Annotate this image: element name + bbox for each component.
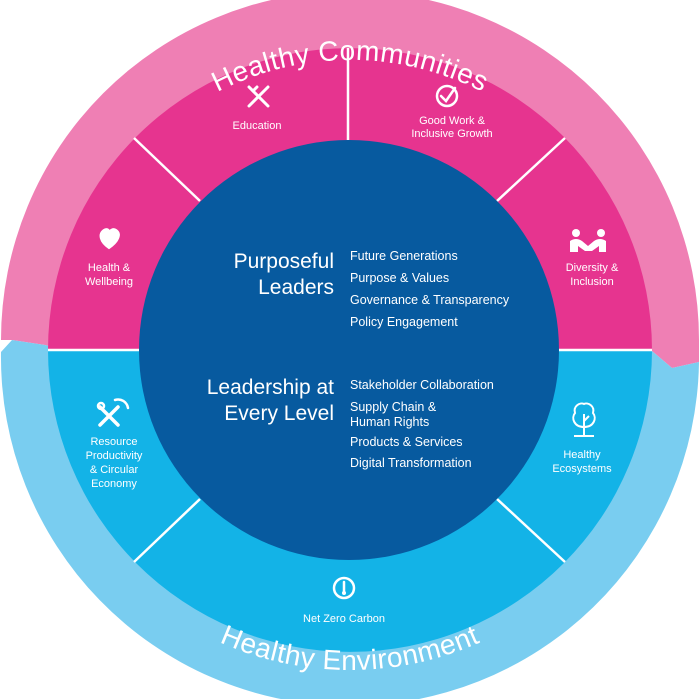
segment-education: Education bbox=[233, 85, 282, 132]
resource-label-4: Economy bbox=[91, 478, 137, 490]
health-label-2: Wellbeing bbox=[85, 276, 133, 288]
leadership-heading-1: Leadership at bbox=[207, 376, 334, 399]
segment-ring-blue bbox=[48, 350, 652, 652]
resource-label-2: Productivity bbox=[86, 450, 143, 462]
segment-health: Health & Wellbeing bbox=[85, 228, 133, 288]
segment-net-zero: Net Zero Carbon bbox=[303, 576, 385, 625]
segment-ecosystems: Healthy Ecosystems bbox=[552, 402, 612, 475]
segment-dividers bbox=[48, 48, 652, 563]
purposeful-item: Governance & Transparency bbox=[350, 293, 510, 307]
ecosystems-label-2: Ecosystems bbox=[552, 463, 612, 475]
check-circle-icon bbox=[435, 84, 459, 108]
leadership-heading-2: Every Level bbox=[224, 402, 334, 425]
heart-icon bbox=[99, 228, 120, 250]
handshake-people-icon bbox=[570, 229, 606, 252]
good-work-label-1: Good Work & bbox=[419, 115, 485, 127]
core-leadership-every-level: Leadership at Every Level Stakeholder Co… bbox=[207, 376, 494, 470]
purposeful-item: Future Generations bbox=[350, 249, 458, 263]
pencil-ruler-icon bbox=[247, 85, 270, 108]
segment-good-work: Good Work & Inclusive Growth bbox=[411, 84, 493, 140]
resource-label-1: Resource bbox=[90, 436, 137, 448]
ecosystems-label-1: Healthy bbox=[563, 449, 601, 461]
thermometer-icon bbox=[332, 576, 356, 600]
purposeful-item: Purpose & Values bbox=[350, 271, 449, 285]
diversity-label-2: Inclusion bbox=[570, 276, 613, 288]
good-work-label-2: Inclusive Growth bbox=[411, 128, 492, 140]
purposeful-item: Policy Engagement bbox=[350, 315, 458, 329]
segment-ring-pink bbox=[48, 48, 652, 350]
purposeful-heading-1: Purposeful bbox=[234, 250, 334, 273]
education-label: Education bbox=[233, 120, 282, 132]
net-zero-label: Net Zero Carbon bbox=[303, 613, 385, 625]
leadership-item: Products & Services bbox=[350, 435, 463, 449]
tools-icon bbox=[96, 398, 130, 427]
outer-ring-healthy-communities bbox=[1, 0, 699, 368]
health-label-1: Health & bbox=[88, 262, 131, 274]
segment-resource: Resource Productivity & Circular Economy bbox=[86, 398, 143, 490]
leadership-item: Stakeholder Collaboration bbox=[350, 378, 494, 392]
segment-diversity: Diversity & Inclusion bbox=[566, 229, 619, 288]
core-circle bbox=[139, 140, 559, 560]
leadership-item: Human Rights bbox=[350, 415, 429, 429]
leadership-item: Supply Chain & bbox=[350, 400, 437, 414]
tree-icon bbox=[572, 402, 596, 437]
resource-label-3: & Circular bbox=[90, 464, 139, 476]
leadership-item: Digital Transformation bbox=[350, 456, 472, 470]
diversity-label-1: Diversity & bbox=[566, 262, 619, 274]
core-purposeful-leaders: Purposeful Leaders Future Generations Pu… bbox=[234, 249, 510, 329]
purposeful-heading-2: Leaders bbox=[258, 276, 334, 299]
outer-ring-healthy-environment bbox=[0, 340, 699, 699]
